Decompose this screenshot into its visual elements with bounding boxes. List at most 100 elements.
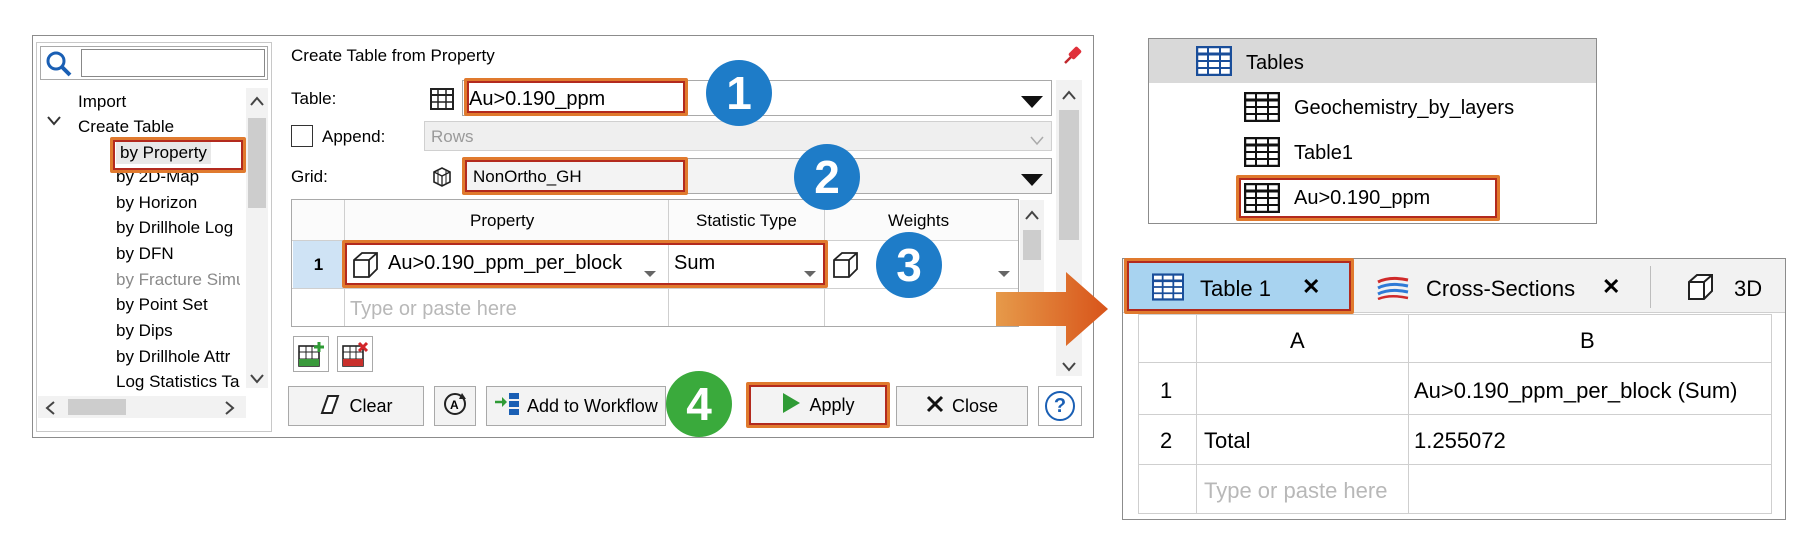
tree-item-by-drillhole-attr[interactable]: by Drillhole Attr (116, 347, 231, 366)
apply-button[interactable]: Apply (748, 384, 888, 426)
scroll-down-icon[interactable] (1061, 358, 1077, 378)
tab-cross-sections[interactable]: Cross-Sections ✕ (1358, 262, 1650, 312)
table-label: Table: (291, 89, 337, 108)
dropdown-arrow-icon[interactable] (644, 262, 656, 282)
step-badge-1: 1 (706, 60, 772, 126)
grid-divider (668, 200, 669, 326)
cross-sections-icon (1376, 274, 1410, 305)
scroll-up-icon[interactable] (1024, 206, 1040, 226)
tab-label: Table 1 (1200, 276, 1271, 301)
tables-tree-item[interactable]: Au>0.190_ppm (1294, 187, 1431, 209)
column-header-property[interactable]: Property (470, 211, 535, 230)
tree-vertical-scrollbar[interactable] (246, 88, 268, 388)
new-row-placeholder[interactable]: Type or paste here (350, 298, 517, 320)
tree-item-by-2d-map[interactable]: by 2D-Map (116, 167, 200, 186)
grid-divider (1138, 464, 1772, 465)
dialog-title: Create Table from Property (291, 46, 495, 65)
tree-item-create-table[interactable]: Create Table (78, 117, 175, 136)
tree-item-import[interactable]: Import (78, 92, 127, 111)
eraser-icon (319, 393, 341, 420)
grid-value: NonOrtho_GH (473, 167, 582, 186)
close-icon[interactable]: ✕ (1302, 274, 1321, 299)
append-rows-combobox: Rows (424, 121, 1052, 151)
append-value: Rows (431, 127, 474, 146)
tables-tree-item[interactable]: Table1 (1294, 142, 1353, 164)
close-label: Close (951, 395, 999, 416)
search-input[interactable] (81, 49, 265, 77)
tree-item-log-statistics[interactable]: Log Statistics Ta (116, 372, 240, 391)
tree-item-by-point-set[interactable]: by Point Set (116, 295, 208, 314)
tables-tree-item[interactable]: Geochemistry_by_layers (1294, 97, 1515, 119)
table-icon (430, 88, 454, 115)
refresh-settings-button[interactable]: A (434, 386, 476, 426)
column-header-statistic-type[interactable]: Statistic Type (696, 211, 797, 230)
append-checkbox[interactable] (291, 125, 313, 147)
chevron-down-icon (1029, 131, 1045, 151)
dropdown-arrow-icon[interactable] (998, 262, 1010, 282)
table-icon (1243, 182, 1281, 218)
tree-item-by-dfn[interactable]: by DFN (116, 244, 174, 263)
tables-folder-label: Tables (1246, 52, 1304, 74)
dropdown-arrow-icon[interactable] (804, 262, 816, 282)
statistic-value[interactable]: Sum (674, 252, 716, 274)
play-icon (781, 392, 801, 419)
column-header-weights[interactable]: Weights (888, 211, 950, 230)
scroll-thumb[interactable] (248, 118, 266, 208)
table-icon (1151, 273, 1185, 306)
weights-cube-icon[interactable] (830, 250, 860, 285)
tree-item-by-property[interactable]: by Property (116, 142, 211, 164)
scroll-down-icon[interactable] (249, 370, 265, 390)
property-cube-icon (350, 250, 380, 285)
grid-divider (344, 200, 345, 326)
svg-text:A: A (450, 398, 459, 412)
close-icon[interactable]: ✕ (1602, 274, 1621, 299)
cube-icon (1684, 272, 1716, 307)
close-button[interactable]: Close (896, 386, 1028, 426)
tree-item-by-drillhole-log[interactable]: by Drillhole Log (116, 218, 234, 237)
help-icon: ? (1045, 391, 1075, 421)
tree-item-by-horizon[interactable]: by Horizon (116, 193, 198, 212)
scroll-thumb[interactable] (68, 399, 126, 415)
scroll-thumb[interactable] (1023, 230, 1041, 260)
clear-button[interactable]: Clear (288, 386, 424, 426)
help-button[interactable]: ? (1038, 386, 1082, 426)
scroll-up-icon[interactable] (249, 92, 265, 112)
dropdown-arrow-icon[interactable] (1021, 93, 1043, 113)
tree-item-by-fracture-simulation[interactable]: by Fracture Simu (116, 270, 240, 289)
grid-divider (292, 288, 1018, 289)
chevron-down-icon[interactable] (46, 114, 62, 130)
tab-3d[interactable]: 3D (1656, 262, 1784, 312)
column-header-a[interactable]: A (1290, 328, 1305, 353)
tab-label: Cross-Sections (1426, 276, 1576, 301)
delete-row-button[interactable] (337, 336, 373, 372)
scroll-right-icon[interactable] (224, 400, 236, 421)
cell-b2[interactable]: 1.255072 (1414, 428, 1506, 453)
step-badge-3: 3 (876, 232, 942, 298)
scroll-thumb[interactable] (1059, 110, 1079, 240)
step-badge-4: 4 (666, 371, 732, 437)
dropdown-arrow-icon[interactable] (1021, 171, 1043, 191)
cell-a2[interactable]: Total (1204, 428, 1251, 453)
tab-separator (1650, 266, 1651, 308)
grid-combobox[interactable]: NonOrtho_GH (462, 158, 1052, 194)
apply-label: Apply (809, 394, 855, 415)
arrow-icon (996, 272, 1108, 351)
row-header-2[interactable]: 2 (1160, 428, 1173, 453)
pin-icon[interactable] (1062, 44, 1084, 71)
grid-divider (1138, 362, 1772, 363)
append-label: Append: (322, 127, 386, 146)
cell-b1[interactable]: Au>0.190_ppm_per_block (Sum) (1414, 378, 1738, 403)
tab-table-1[interactable]: Table 1 ✕ (1128, 262, 1350, 312)
new-row-placeholder[interactable]: Type or paste here (1204, 478, 1388, 503)
row-header-1[interactable]: 1 (1160, 378, 1173, 403)
column-header-b[interactable]: B (1580, 328, 1595, 353)
tree-horizontal-scrollbar[interactable] (38, 396, 246, 418)
scroll-up-icon[interactable] (1061, 86, 1077, 106)
scroll-left-icon[interactable] (44, 400, 56, 421)
row-number[interactable]: 1 (293, 241, 344, 288)
property-value[interactable]: Au>0.190_ppm_per_block (388, 252, 623, 274)
search-box[interactable] (40, 46, 268, 80)
add-row-button[interactable] (293, 336, 329, 372)
add-to-workflow-button[interactable]: Add to Workflow (486, 386, 666, 426)
tree-item-by-dips[interactable]: by Dips (116, 321, 173, 340)
